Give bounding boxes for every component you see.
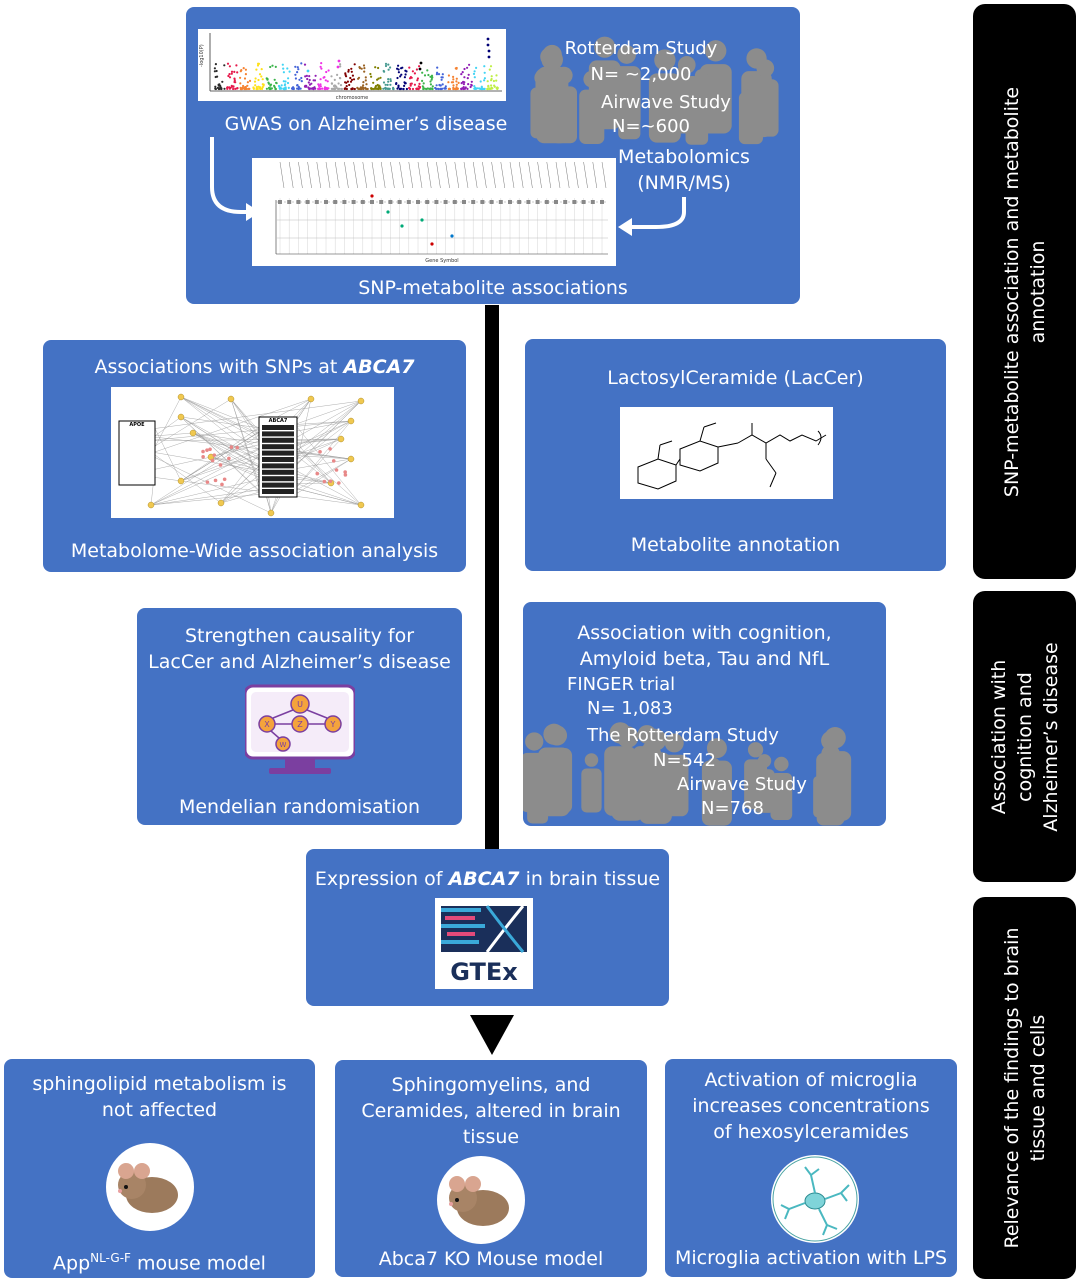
gtex-title-suffix: in brain tissue bbox=[525, 868, 661, 890]
rotterdam-n: N=542 bbox=[653, 750, 716, 771]
finger-label: FINGER trial bbox=[567, 674, 676, 695]
gtex-title-prefix: Expression of bbox=[314, 868, 443, 890]
svg-text:ABCA7: ABCA7 bbox=[269, 418, 288, 424]
mr-box: Strengthen causality for LacCer and Alzh… bbox=[137, 608, 462, 825]
svg-text:-log10(P): -log10(P) bbox=[199, 44, 205, 67]
abca7-ko-line2: Ceramides, altered in brain bbox=[361, 1100, 621, 1122]
svg-text:U: U bbox=[297, 700, 303, 709]
metabolomics-label: Metabolomics bbox=[618, 146, 750, 168]
abca7-box: Associations with SNPs at ABCA7 APOE ABC… bbox=[43, 340, 466, 572]
svg-text:X: X bbox=[264, 720, 270, 729]
side-label-cognition: Association with cognition and Alzheimer… bbox=[973, 591, 1076, 882]
cohort2-label: Airwave Study bbox=[601, 92, 731, 113]
app-footer-sup: NL-G-F bbox=[90, 1251, 131, 1265]
abca7-title: Associations with SNPs at ABCA7 bbox=[43, 354, 466, 380]
bottom-box-microglia: Activation of microglia increases concen… bbox=[665, 1059, 957, 1277]
microglia-line1: Activation of microglia bbox=[704, 1069, 918, 1091]
abca7-ko-line3: tissue bbox=[462, 1126, 520, 1148]
laccer-structure-graphic bbox=[637, 422, 827, 490]
cohort1-label: Rotterdam Study bbox=[564, 38, 718, 59]
manhattan-plot: -log10(P) chromosome bbox=[198, 29, 506, 101]
svg-text:Z: Z bbox=[297, 720, 303, 729]
side-label-annotation: SNP-metabolite association and metabolit… bbox=[973, 4, 1076, 579]
abca7-title-gene: ABCA7 bbox=[343, 356, 415, 378]
laccer-structure bbox=[620, 407, 833, 499]
microglia-cell-icon bbox=[771, 1155, 859, 1243]
mr-title-line2: LacCer and Alzheimer’s disease bbox=[148, 651, 451, 673]
app-footer-prefix: App bbox=[53, 1252, 91, 1275]
bottom-box-app-mouse: sphingolipid metabolism is not affected … bbox=[4, 1059, 315, 1278]
laccer-title: LactosylCeramide (LacCer) bbox=[607, 367, 864, 389]
gtex-box: Expression of ABCA7 in brain tissue GTEx bbox=[306, 849, 669, 1006]
microglia-line2: increases concentrations bbox=[692, 1095, 930, 1117]
abca7-title-prefix: Associations with SNPs at bbox=[94, 356, 338, 378]
gtex-title: Expression of ABCA7 in brain tissue bbox=[306, 866, 669, 892]
curved-arrows bbox=[210, 137, 686, 236]
cognition-title-line2: Amyloid beta, Tau and NfL bbox=[579, 648, 830, 670]
cohort1-n: N= ~2,000 bbox=[590, 64, 692, 85]
down-arrow-icon bbox=[470, 1015, 514, 1055]
app-footer-suffix: mouse model bbox=[130, 1252, 266, 1275]
mouse-icon bbox=[106, 1143, 194, 1231]
rotterdam-label: The Rotterdam Study bbox=[587, 725, 779, 746]
mr-title-line1: Strengthen causality for bbox=[184, 625, 415, 647]
cognition-box: Association with cognition, Amyloid beta… bbox=[523, 602, 886, 826]
svg-text:GTEx: GTEx bbox=[450, 958, 518, 986]
svg-text:chromosome: chromosome bbox=[336, 95, 368, 101]
svg-text:APOE: APOE bbox=[129, 422, 145, 428]
laccer-box: LactosylCeramide (LacCer) Metabolite ann… bbox=[525, 339, 946, 571]
mr-dag-icon: U X Z Y W bbox=[245, 684, 355, 774]
bottom-box-abca7-ko: Sphingomyelins, and Ceramides, altered i… bbox=[335, 1060, 647, 1277]
manhattan-plot-graphic: -log10(P) chromosome bbox=[199, 33, 502, 101]
gwas-label: GWAS on Alzheimer’s disease bbox=[224, 113, 508, 135]
airwave-n: N=768 bbox=[701, 798, 764, 819]
snp-metabolite-label: SNP-metabolite associations bbox=[358, 277, 628, 299]
network-graphic: APOE ABCA7 bbox=[118, 393, 365, 517]
svg-text:Gene Symbol: Gene Symbol bbox=[425, 258, 458, 264]
airwave-label: Airwave Study bbox=[677, 774, 807, 795]
microglia-line3: of hexosylceramides bbox=[713, 1121, 909, 1143]
crowd-silhouette bbox=[530, 36, 779, 145]
abca7-ko-footer: Abca7 KO Mouse model bbox=[378, 1248, 604, 1270]
app-mouse-footer: AppNL-G-F mouse model bbox=[4, 1245, 315, 1276]
snp-metabolite-graphic: Gene Symbol bbox=[275, 161, 608, 264]
finger-n: N= 1,083 bbox=[587, 698, 673, 719]
gtex-logo: GTEx bbox=[435, 898, 533, 989]
side-label-relevance: Relevance of the findings to brain tissu… bbox=[973, 897, 1076, 1279]
abca7-footer: Metabolome-Wide association analysis bbox=[70, 540, 439, 562]
snp-metabolite-plot: Gene Symbol bbox=[252, 158, 616, 266]
gtex-logo-graphic: GTEx bbox=[441, 905, 527, 986]
svg-text:W: W bbox=[280, 741, 287, 749]
mouse-icon bbox=[437, 1156, 525, 1244]
crowd-silhouette-cognition bbox=[523, 722, 852, 826]
app-mouse-line1: sphingolipid metabolism is bbox=[32, 1073, 287, 1095]
top-box: -log10(P) chromosome Rotterdam Study N= … bbox=[186, 7, 800, 304]
metabolomics-sub: (NMR/MS) bbox=[637, 172, 731, 194]
mr-footer: Mendelian randomisation bbox=[178, 796, 421, 818]
network-plot: APOE ABCA7 bbox=[111, 387, 394, 518]
cohort2-n: N=~600 bbox=[612, 116, 690, 137]
app-mouse-line2: not affected bbox=[101, 1099, 218, 1121]
laccer-footer: Metabolite annotation bbox=[630, 534, 841, 556]
arrow-left-icon bbox=[618, 218, 632, 236]
microglia-footer: Microglia activation with LPS bbox=[674, 1247, 948, 1269]
svg-text:Y: Y bbox=[330, 720, 336, 729]
cognition-title-line1: Association with cognition, bbox=[577, 622, 832, 644]
gtex-title-gene: ABCA7 bbox=[448, 868, 520, 890]
abca7-ko-line1: Sphingomyelins, and bbox=[391, 1074, 591, 1096]
